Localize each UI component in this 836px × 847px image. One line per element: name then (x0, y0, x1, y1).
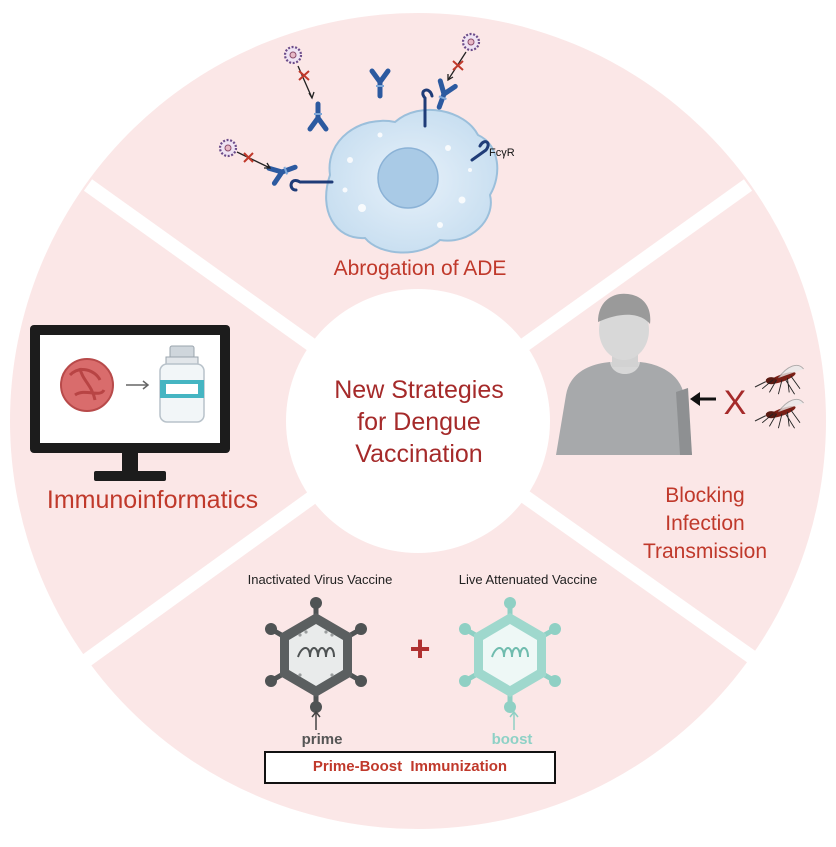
block-marks (243, 60, 464, 163)
vaccine-vial-icon (159, 345, 205, 423)
prime-arrow (311, 710, 321, 730)
blocking-transmission-label: Blocking Infection Transmission (614, 482, 796, 566)
plus-sign: + (409, 628, 431, 669)
fc-gamma-receptors (289, 88, 490, 192)
blocking-label-line-3: Transmission (642, 540, 768, 563)
live-attenuated-vaccine-label: Live Attenuated Vaccine (458, 572, 598, 587)
boost-label: boost (491, 731, 533, 748)
block-arrow (690, 392, 716, 406)
blocked-transmission-x: X (724, 384, 747, 422)
arrow-to-vaccine (126, 380, 150, 390)
ade-segment-label: Abrogation of ADE (333, 257, 507, 280)
prime-boost-box (264, 751, 556, 784)
immunoinformatics-label: Immunoinformatics (46, 486, 259, 514)
inactivated-virus-icon (265, 597, 367, 713)
blocking-label-line-1: Blocking (665, 484, 745, 507)
center-title-line-1: New Strategies (334, 376, 504, 404)
wheel-background (10, 13, 826, 829)
center-title-line-2: for Dengue (357, 408, 481, 436)
live-attenuated-virus-icon (459, 597, 561, 713)
fcgamma-receptor-label: FcγR (489, 147, 515, 159)
virus-structure-icon (60, 358, 114, 412)
person-figure (556, 293, 692, 455)
center-circle (286, 289, 550, 553)
macrophage-cell (325, 108, 499, 254)
prime-label: prime (301, 731, 343, 748)
boost-arrow (509, 710, 519, 730)
center-title-line-3: Vaccination (355, 440, 483, 468)
inactivated-vaccine-label: Inactivated Virus Vaccine (247, 572, 393, 587)
prime-boost-label: Prime-Boost Immunization (312, 758, 508, 775)
blocking-label-line-2: Infection (665, 512, 745, 535)
center-title: New Strategies for Dengue Vaccination (288, 374, 550, 470)
